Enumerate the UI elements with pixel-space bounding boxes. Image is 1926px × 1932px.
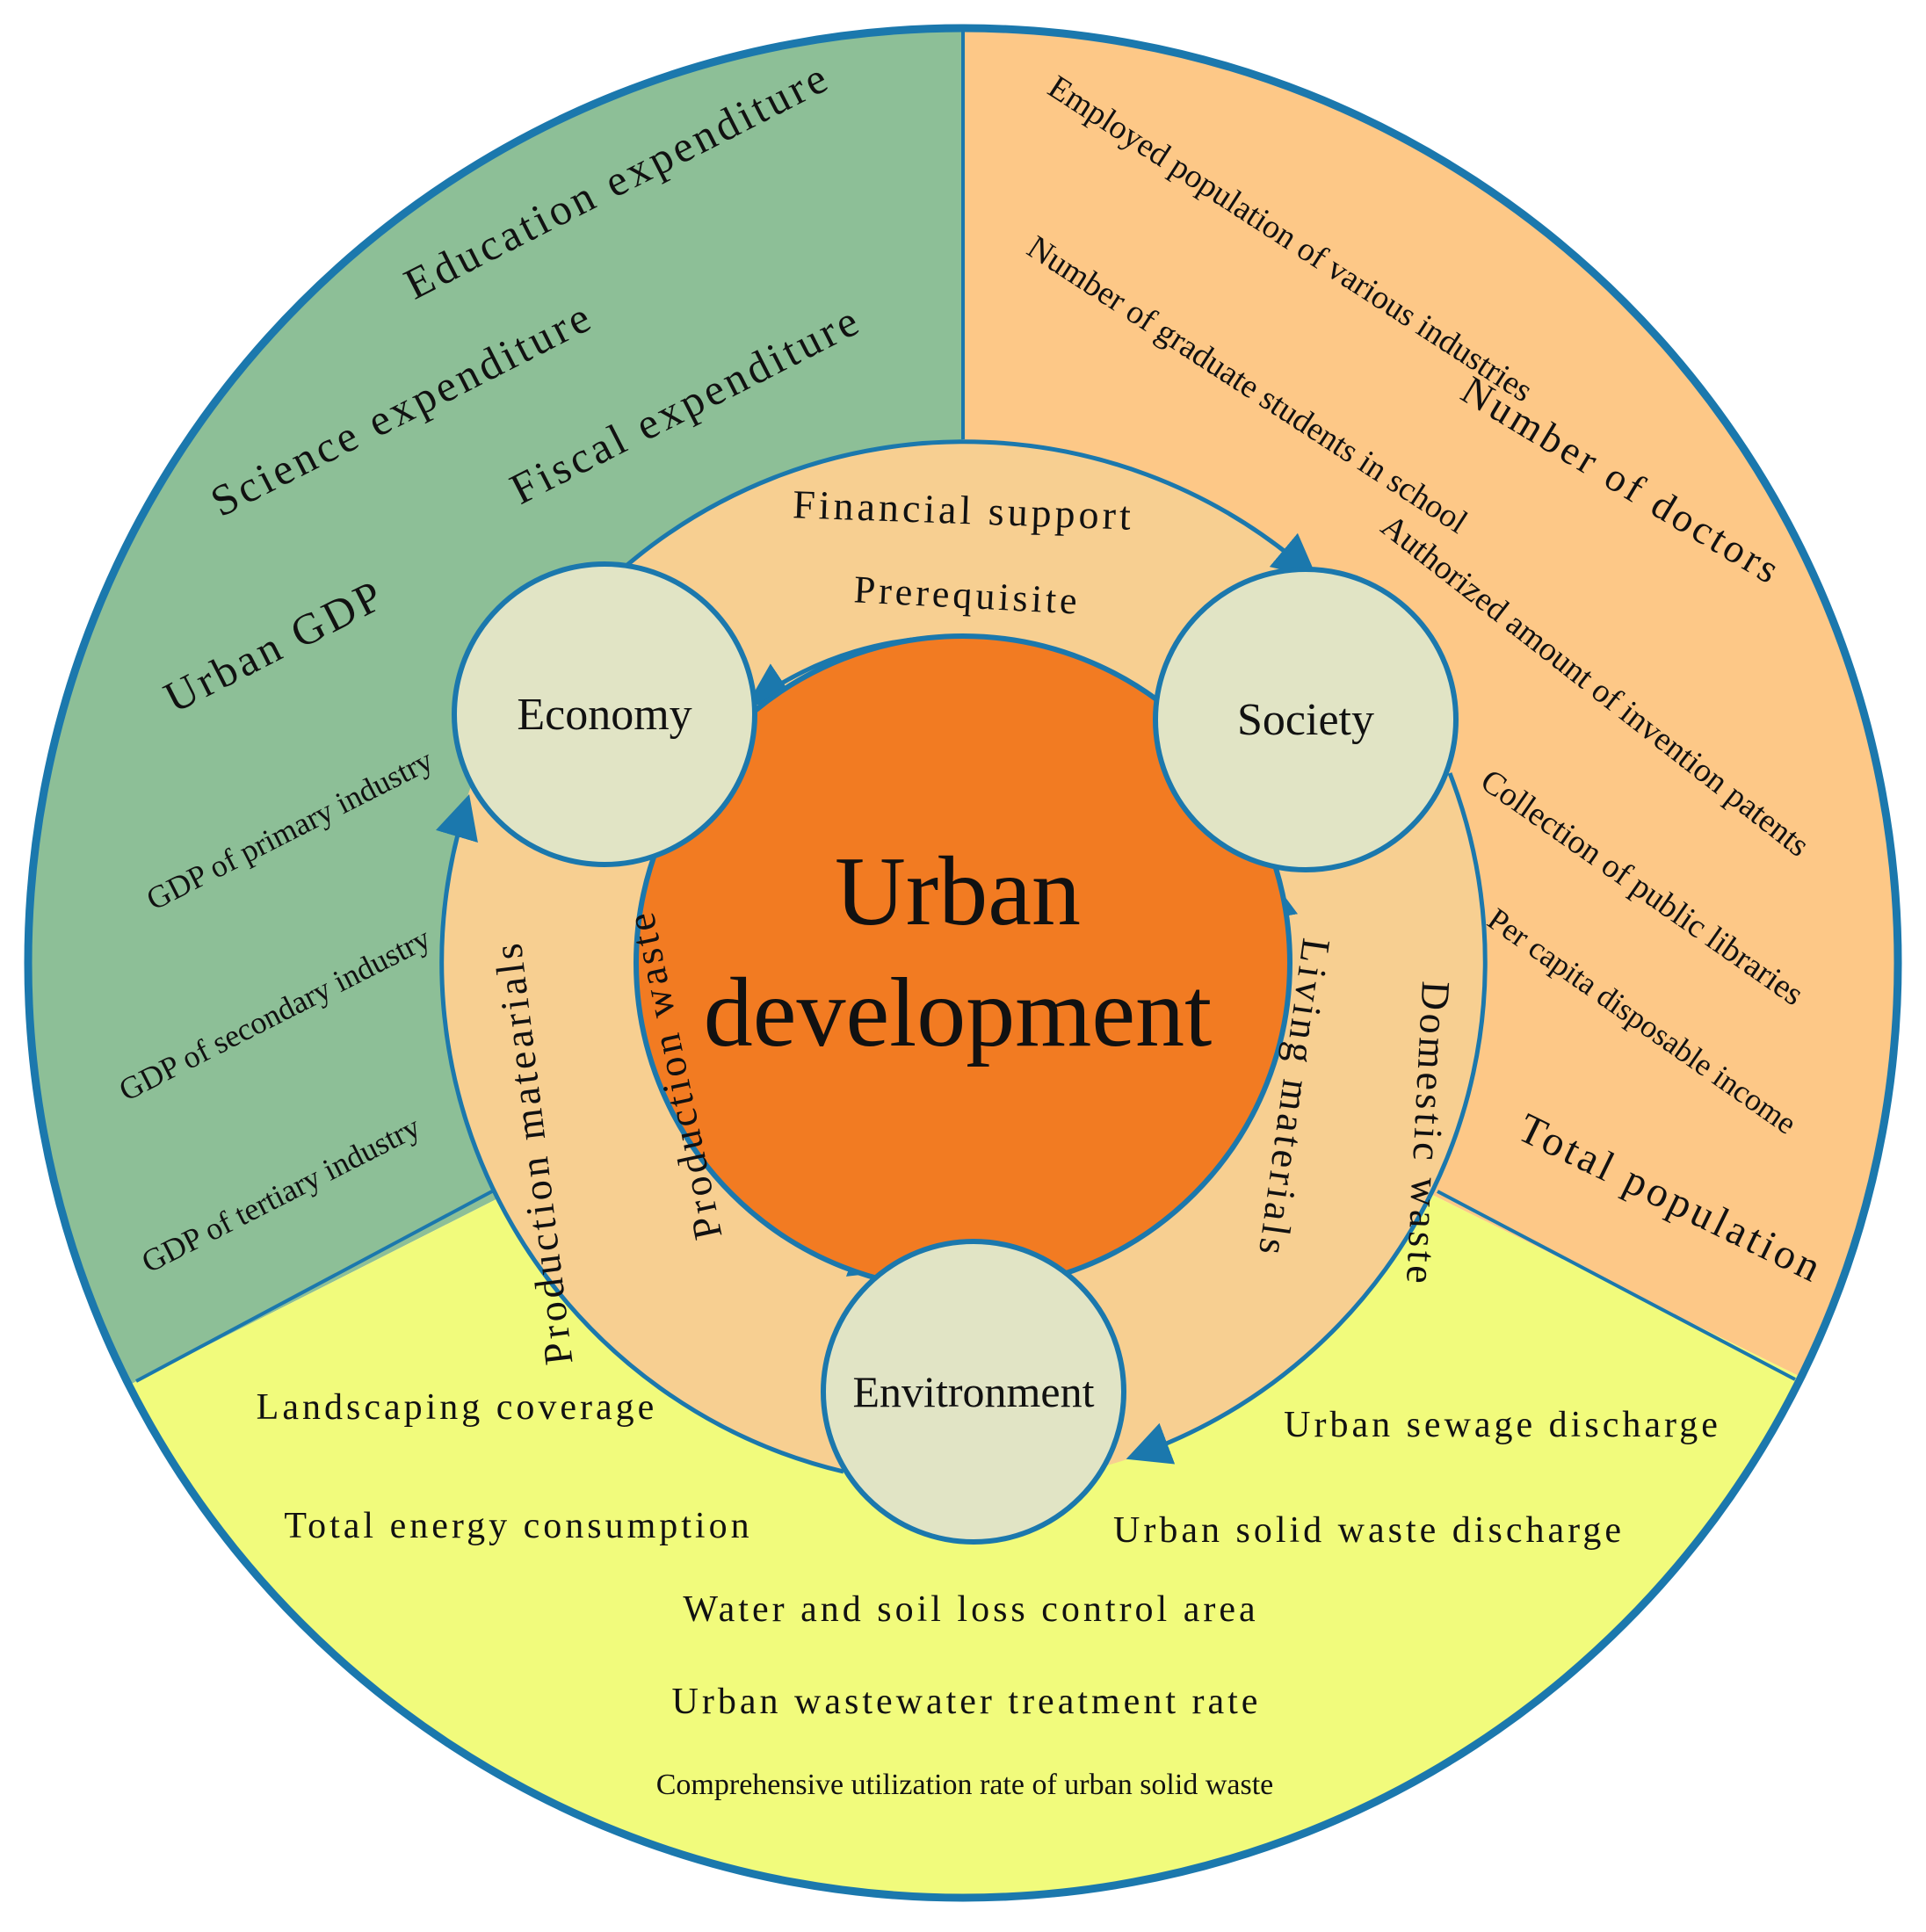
ring-arc-left <box>435 794 844 1474</box>
wastewater-label: Urban wastewater treatment rate <box>672 1682 1262 1722</box>
sector-divider-right <box>1437 1190 1796 1381</box>
economy-node-label: Economy <box>517 690 691 740</box>
landscaping-label: Landscaping coverage <box>257 1387 658 1428</box>
environment-node <box>821 1239 1126 1545</box>
center-title-line2: development <box>704 959 1212 1067</box>
solid-waste-discharge-label: Urban solid waste discharge <box>1113 1510 1625 1551</box>
energy-label: Total energy consumption <box>284 1506 752 1546</box>
environment-node-label: Envitronment <box>853 1367 1095 1416</box>
ring-arc-right <box>1126 772 1488 1465</box>
sector-divider-left <box>135 1190 493 1383</box>
center-title-line1: Urban <box>835 837 1081 946</box>
solid-waste-utilization-label: Comprehensive utilization rate of urban … <box>656 1769 1273 1801</box>
ring-arc-top <box>620 439 1318 579</box>
economy-node <box>452 561 757 867</box>
sewage-label: Urban sewage discharge <box>1284 1405 1721 1445</box>
society-node-label: Society <box>1237 695 1374 745</box>
soil-loss-label: Water and soil loss control area <box>683 1589 1258 1630</box>
outer-circle <box>24 24 1902 1902</box>
society-node <box>1153 567 1459 872</box>
